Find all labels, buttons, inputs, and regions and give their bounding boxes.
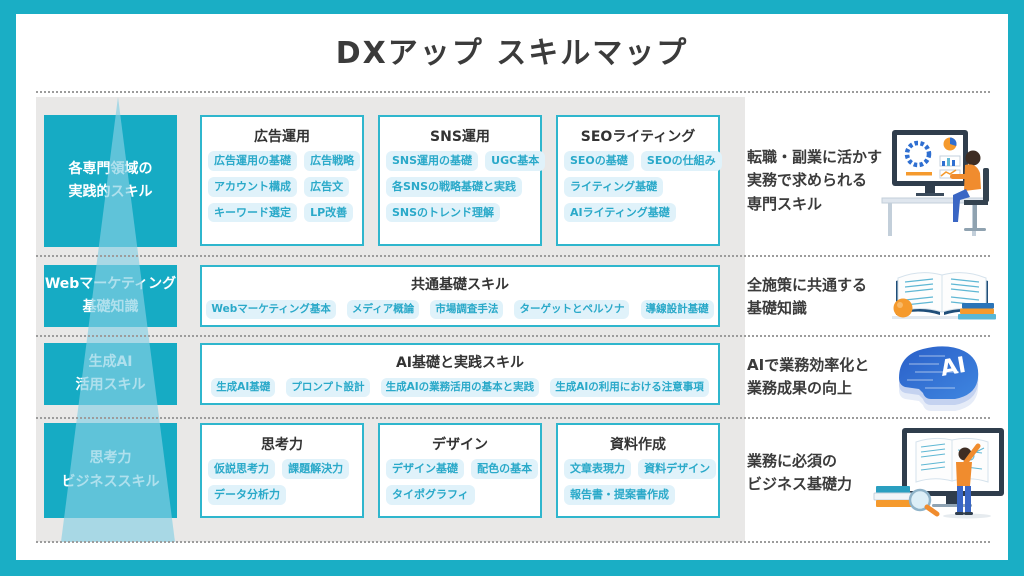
tag-row: SNS運用の基礎 UGC基本: [380, 149, 546, 173]
card-sns-operations: SNS運用 SNS運用の基礎 UGC基本 各SNSの戦略基礎と実践 SNSのトレ…: [378, 115, 546, 246]
skill-tag: SNSのトレンド理解: [386, 202, 501, 223]
card-title: SNS運用: [430, 129, 490, 145]
skill-tag: アカウント構成: [208, 176, 297, 197]
skill-tag: 文章表現力: [564, 459, 631, 479]
page-title: DXアップ スキルマップ: [335, 36, 689, 71]
skill-tag: デザイン基礎: [386, 459, 464, 479]
card-title: 思考力: [261, 437, 303, 453]
tag-row: 生成AI基礎 プロンプト設計 生成AIの業務活用の基本と実践 生成AIの利用にお…: [202, 375, 718, 398]
skill-tag: 生成AIの利用における注意事項: [550, 378, 709, 398]
row-description-specialized: 転職・副業に活かす 実務で求められる 専門スキル: [747, 148, 883, 213]
tag-row: SEOの基礎 SEOの仕組み: [558, 149, 722, 173]
open-book-illustration: [892, 272, 996, 320]
skill-tag: 広告戦略: [304, 151, 361, 171]
screen-book-pointer-illustration: [873, 428, 1004, 519]
card-ad-operations: 広告運用 広告運用の基礎 広告戦略 アカウント構成 広告文 キーワード選定 LP…: [200, 115, 364, 246]
skill-tag: 配色の基本: [471, 459, 539, 479]
skill-tag: 課題解決力: [282, 459, 350, 479]
card-title: 資料作成: [610, 437, 666, 453]
skill-tag: LP改善: [304, 202, 354, 223]
skill-tag: 広告文: [304, 176, 350, 197]
tag-row: 報告書・提案書作成: [558, 483, 718, 507]
tag-row: 仮説思考力 課題解決力: [202, 457, 362, 481]
skill-tag: Webマーケティング基本: [206, 300, 336, 320]
row-label-specialized-skills: 各専門領域の 実践的スキル: [44, 115, 177, 247]
skill-tag: 市場調査手法: [430, 300, 504, 320]
analytics-desk-illustration: [881, 130, 989, 236]
row-label-text: 思考力 ビジネススキル: [61, 450, 160, 490]
row-label-text: 生成AI 活用スキル: [75, 353, 146, 393]
row-label-web-marketing: Webマーケティング 基礎知識: [44, 265, 177, 327]
skill-tag: 生成AIの業務活用の基本と実践: [380, 378, 540, 398]
tag-row: AIライティング基礎: [558, 201, 718, 225]
tag-row: アカウント構成 広告文: [202, 175, 362, 199]
svg-text:AI: AI: [939, 353, 968, 382]
row-description-basics: 全施策に共通する 基礎知識: [747, 276, 868, 318]
card-title: 広告運用: [254, 129, 310, 145]
card-design: デザイン デザイン基礎 配色の基本 タイポグラフィ: [378, 423, 542, 518]
row-label-generative-ai: 生成AI 活用スキル: [44, 343, 177, 405]
card-seo-writing: SEOライティング SEOの基礎 SEOの仕組み ライティング基礎 AIライティ…: [556, 115, 722, 246]
row-label-text: 各専門領域の 実践的スキル: [68, 160, 153, 200]
skill-tag: ライティング基礎: [564, 176, 664, 197]
tag-row: 文章表現力 資料デザイン: [558, 457, 718, 481]
row-description-business: 業務に必須の ビジネス基礎力: [747, 452, 853, 494]
card-ai-basics-practice: AI基礎と実践スキル 生成AI基礎 プロンプト設計 生成AIの業務活用の基本と実…: [200, 343, 720, 405]
skill-tag: 生成AI基礎: [211, 378, 276, 398]
divider-line-2: [36, 335, 990, 337]
card-title: 共通基礎スキル: [411, 277, 509, 293]
tag-row: データ分析力: [202, 483, 362, 507]
tag-row: 各SNSの戦略基礎と実践: [380, 175, 540, 199]
skill-tag: 導線設計基礎: [640, 300, 714, 320]
tag-row: キーワード選定 LP改善: [202, 201, 362, 225]
skill-tag: SEOの基礎: [564, 151, 634, 171]
card-title: デザイン: [432, 437, 488, 453]
skill-tag: データ分析力: [208, 484, 286, 505]
skill-tag: SNS運用の基礎: [386, 151, 479, 171]
row-label-business-skills: 思考力 ビジネススキル: [44, 423, 177, 518]
skill-tag: 各SNSの戦略基礎と実践: [386, 176, 523, 197]
tag-row: デザイン基礎 配色の基本: [380, 457, 540, 481]
row-description-ai: AIで業務効率化と 業務成果の向上: [747, 356, 870, 398]
card-common-basics: 共通基礎スキル Webマーケティング基本 メディア概論 市場調査手法 ターゲット…: [200, 265, 720, 327]
row-label-text: Webマーケティング 基礎知識: [44, 275, 177, 315]
divider-line-1: [36, 255, 990, 257]
tag-row: Webマーケティング基本 メディア概論 市場調査手法 ターゲットとペルソナ 導線…: [202, 297, 718, 320]
skill-tag: プロンプト設計: [286, 378, 370, 398]
skill-tag: UGC基本: [485, 151, 546, 171]
card-title: AI基礎と実践スキル: [395, 355, 525, 371]
tag-row: SNSのトレンド理解: [380, 201, 540, 225]
tag-row: タイポグラフィ: [380, 483, 540, 507]
skill-tag: 仮説思考力: [208, 459, 275, 479]
skill-tag: AIライティング基礎: [564, 202, 676, 223]
divider-line-bottom: [36, 541, 990, 543]
card-thinking-skills: 思考力 仮説思考力 課題解決力 データ分析力: [200, 423, 364, 518]
skill-tag: SEOの仕組み: [640, 151, 722, 171]
tag-row: 広告運用の基礎 広告戦略: [202, 149, 362, 173]
skill-tag: タイポグラフィ: [386, 484, 475, 505]
card-title: SEOライティング: [580, 129, 696, 145]
divider-line-3: [36, 417, 990, 419]
skill-tag: 資料デザイン: [638, 459, 717, 479]
skill-tag: ターゲットとペルソナ: [514, 300, 630, 320]
card-document-creation: 資料作成 文章表現力 資料デザイン 報告書・提案書作成: [556, 423, 720, 518]
tag-row: ライティング基礎: [558, 175, 718, 199]
divider-line-top: [36, 91, 990, 93]
skill-tag: 報告書・提案書作成: [564, 484, 675, 505]
ai-head-illustration: AI: [899, 346, 979, 411]
skill-tag: メディア概論: [347, 300, 420, 320]
skill-tag: キーワード選定: [208, 202, 297, 223]
skill-tag: 広告運用の基礎: [208, 151, 297, 171]
